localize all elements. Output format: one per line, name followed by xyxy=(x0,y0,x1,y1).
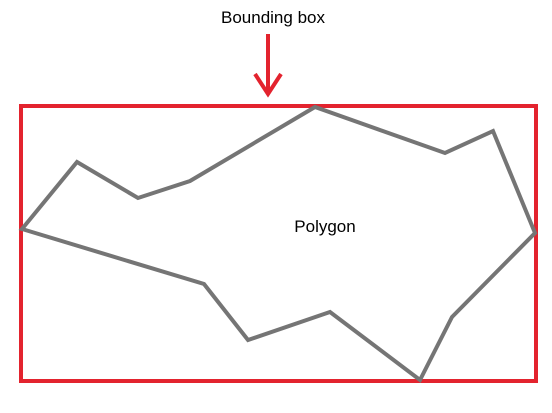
polygon-label: Polygon xyxy=(294,217,355,236)
polygon-shape xyxy=(18,104,538,384)
arrow-icon xyxy=(253,34,283,98)
bounding-box-rect xyxy=(19,104,538,383)
bounding-box-label: Bounding box xyxy=(221,8,325,27)
